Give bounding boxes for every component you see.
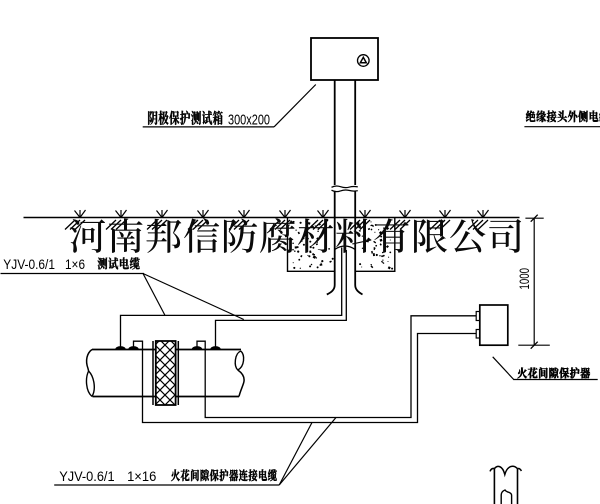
svg-text:YJV-0.6/1: YJV-0.6/1: [3, 256, 55, 272]
svg-text:300x200: 300x200: [228, 112, 270, 129]
svg-text:YJV-0.6/1: YJV-0.6/1: [59, 468, 115, 484]
svg-text:1×16: 1×16: [127, 468, 156, 484]
svg-text:1×6: 1×6: [65, 256, 85, 272]
svg-text:1000: 1000: [516, 268, 532, 290]
